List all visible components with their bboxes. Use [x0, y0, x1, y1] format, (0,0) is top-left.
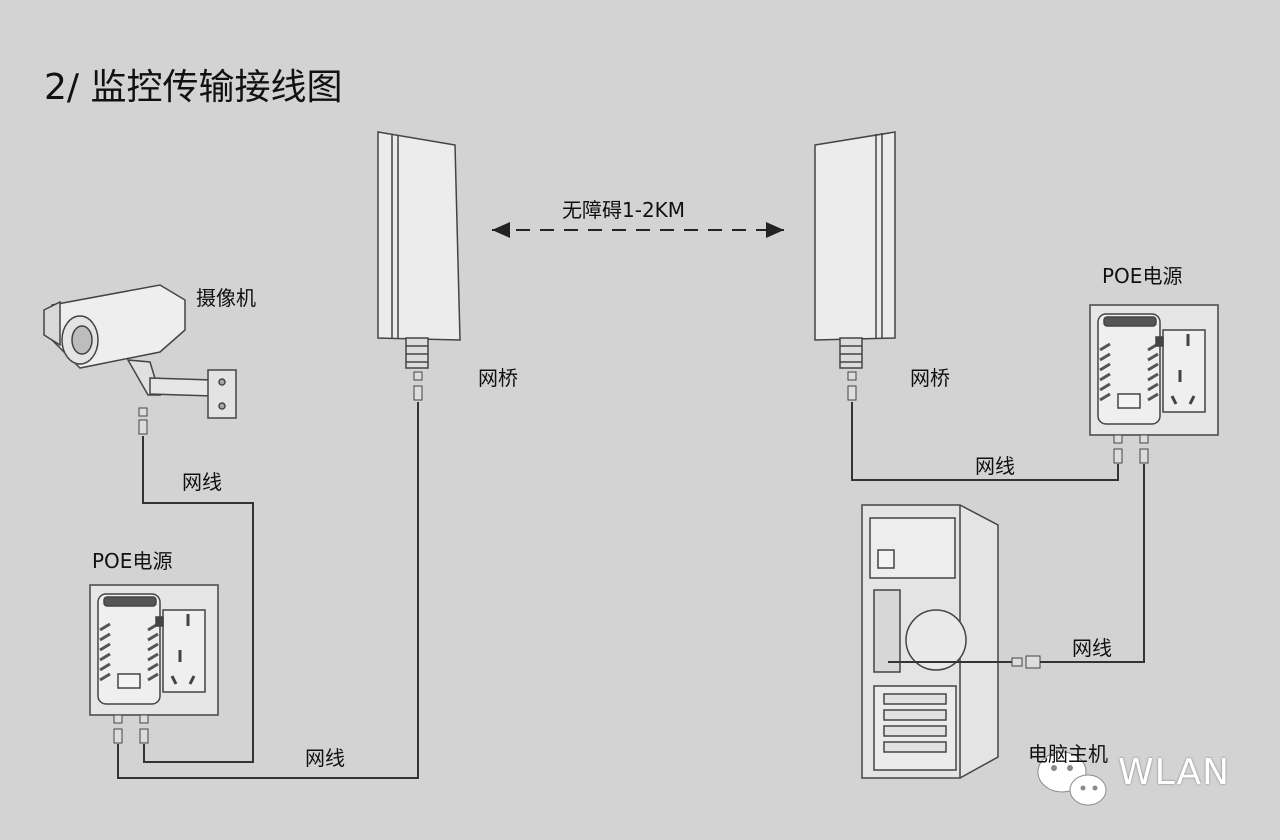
cable-label-bridge-poe: 网线: [975, 454, 1015, 478]
poe-left-rj45-connectors: [113, 714, 149, 744]
bridge-left-rj45-connector: [413, 371, 423, 401]
cable-camera-to-poe: [142, 436, 254, 763]
network-cables: [117, 402, 1145, 779]
poe-left-icon: [89, 584, 219, 716]
poe-left-label: POE电源: [92, 549, 173, 573]
bridge-right-icon: [814, 131, 896, 369]
camera-label: 摄像机: [196, 286, 256, 310]
bridge-right-label: 网桥: [910, 366, 950, 390]
bridge-left-label: 网桥: [478, 366, 518, 390]
poe-right-label: POE电源: [1102, 264, 1183, 288]
cable-poe-to-pc: [1040, 464, 1145, 663]
camera-rj45-connector: [138, 407, 148, 435]
diagram-title: 2/ 监控传输接线图: [44, 67, 343, 108]
pc-rj45-connector: [1011, 655, 1041, 669]
cable-label-poe-pc: 网线: [1072, 636, 1112, 660]
pc-tower-icon: [861, 504, 999, 779]
wlan-watermark: WLAN: [1118, 752, 1231, 793]
poe-right-rj45-connectors: [1113, 434, 1149, 464]
bridge-left-icon: [377, 131, 461, 369]
cable-label-camera-poe: 网线: [182, 470, 222, 494]
poe-right-icon: [1089, 304, 1219, 436]
bridge-right-rj45-connector: [847, 371, 857, 401]
cable-poe-to-bridge-left: [117, 402, 419, 779]
wireless-distance-label: 无障碍1-2KM: [562, 198, 686, 222]
cable-label-bottom: 网线: [305, 746, 345, 770]
pc-label: 电脑主机: [1028, 742, 1108, 766]
cable-bridge-right-to-poe: [851, 402, 1119, 481]
camera-icon: [43, 284, 237, 419]
wechat-watermark-icon: [1037, 751, 1107, 806]
